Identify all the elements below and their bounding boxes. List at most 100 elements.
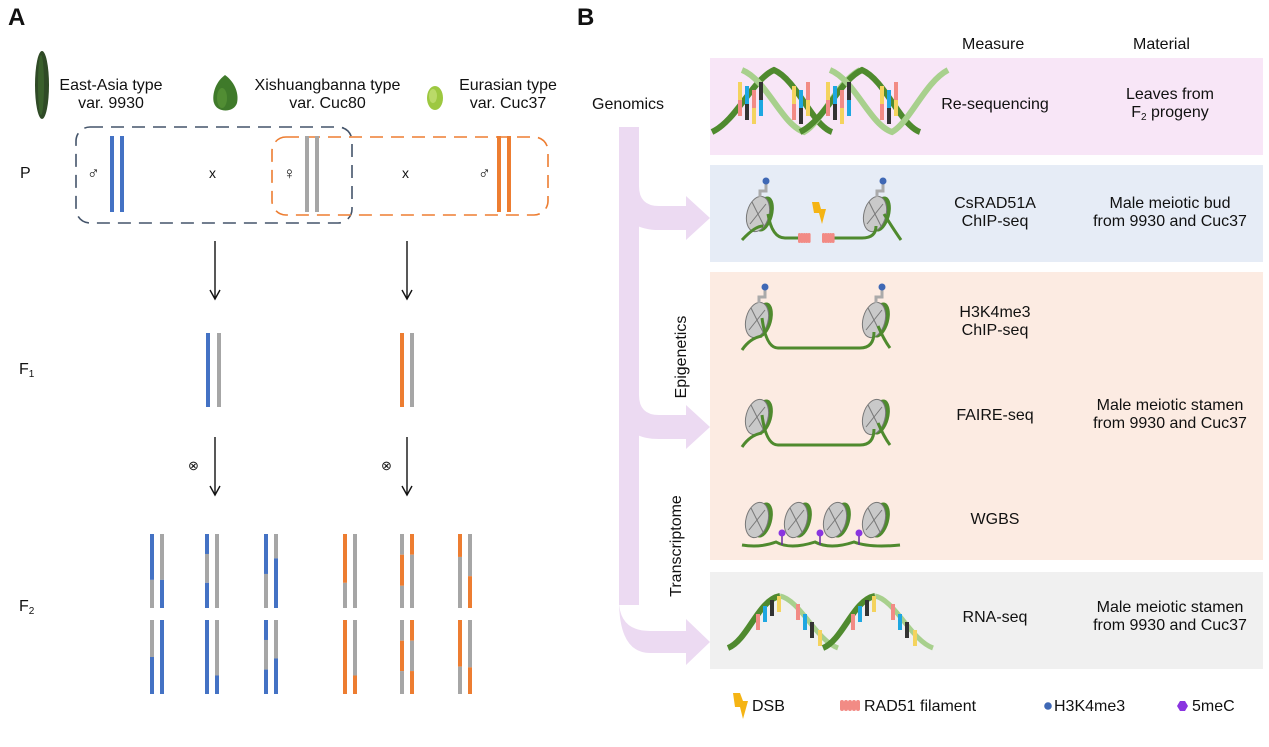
f2-chromosome-segment — [400, 620, 404, 641]
dna-linker — [766, 213, 800, 240]
variety-name: var. 9930 — [78, 95, 144, 112]
f2-chromosome-segment — [343, 534, 347, 583]
arrow-p-to-f1-right — [401, 241, 413, 301]
nucleosome-h3k4me3-icon — [740, 283, 892, 351]
dna-linker — [876, 422, 892, 446]
rna-base — [803, 614, 807, 630]
category-epigenetics: Epigenetics — [673, 315, 690, 399]
f2-chromosome-segment — [410, 554, 414, 608]
rna-base — [818, 630, 822, 646]
dna-base — [840, 108, 844, 124]
rna-base — [796, 604, 800, 620]
f-sub: 2 — [1140, 112, 1147, 123]
5mec-mark — [855, 529, 863, 537]
nucleosome-open-chromatin-icon — [740, 398, 892, 448]
dna-base — [826, 82, 830, 100]
dna-linker — [741, 540, 901, 548]
material-leaves: Leaves from F2 progeny — [1085, 86, 1255, 127]
f2-chromosome-segment — [343, 620, 347, 694]
p-chromosomes-east-asia — [110, 136, 124, 212]
f2-chromosome-segment — [274, 620, 278, 659]
progeny-text: progeny — [1146, 104, 1209, 121]
rad51-filament — [822, 233, 825, 243]
dna-base — [792, 86, 796, 104]
dna-base — [887, 108, 891, 124]
f2-chromosome-segment — [410, 620, 414, 641]
purple-hexagon-icon — [1177, 701, 1188, 711]
dna-double-helix-icon — [710, 66, 950, 136]
f1-chromosomes-right — [400, 333, 414, 407]
variety-eurasian: Eurasian type var. Cuc37 — [448, 77, 568, 113]
lightning-bolt-icon — [733, 693, 748, 719]
measure-csrad51a: CsRAD51A ChIP-seq — [920, 195, 1070, 231]
f2-chromosome-segment — [400, 640, 404, 672]
f2-chromosome-segment — [264, 573, 268, 608]
dna-base — [826, 100, 830, 116]
f2-chromosome-segment — [274, 534, 278, 559]
material-line1: Leaves from — [1125, 86, 1215, 103]
measure-line2: ChIP-seq — [961, 213, 1029, 230]
rna-base — [891, 604, 895, 620]
dna-base — [894, 100, 898, 116]
rna-strand-light — [874, 593, 935, 651]
f2-chromosome-segment — [160, 620, 164, 694]
f2-chromosome-segment — [468, 667, 472, 694]
dna-linker — [740, 431, 763, 448]
legend-dsb: DSB — [752, 698, 785, 715]
header-material: Material — [1133, 36, 1190, 53]
f2-chromosome-segment — [274, 558, 278, 608]
dna-base — [752, 108, 756, 124]
arrow-f1-to-f2-left — [209, 437, 221, 497]
histone-cross — [749, 201, 767, 227]
h3k4me3-mark — [879, 177, 887, 185]
f-base: F — [1131, 104, 1141, 121]
dsb-bolt — [812, 202, 826, 224]
rna-base — [770, 600, 774, 616]
f2-chromosome-segment — [458, 620, 462, 667]
rna-base — [810, 622, 814, 638]
histone-tail — [757, 290, 767, 303]
arrow-p-to-f1-left — [209, 241, 221, 301]
histone-cross — [748, 507, 766, 533]
rna-base — [777, 596, 781, 612]
rad51-filament — [798, 233, 801, 243]
dna-base — [752, 90, 756, 108]
f2-chromosome-segment — [264, 639, 268, 670]
rna-base — [858, 606, 862, 622]
band-rad51 — [710, 165, 1263, 262]
male-symbol: ♂ — [478, 164, 491, 183]
measure-faire: FAIRE-seq — [956, 407, 1034, 424]
rad51-filament — [800, 233, 804, 243]
f2-chromosome-segment — [468, 620, 472, 668]
dna-base — [847, 82, 851, 100]
histone-cross — [787, 507, 805, 533]
rna-strand-dark — [821, 593, 876, 651]
variety-type: East-Asia type — [59, 77, 163, 94]
material-line2: from 9930 and Cuc37 — [1093, 415, 1247, 432]
measure-resequencing: Re-sequencing — [941, 96, 1049, 113]
measure-line2: ChIP-seq — [961, 322, 1029, 339]
dna-base — [880, 104, 884, 120]
f2-chromosome-segment — [150, 620, 154, 657]
f2-chromosome-segment — [468, 534, 472, 577]
f2-chromosome-segment — [160, 534, 164, 580]
h3k4me3-mark — [762, 177, 770, 185]
category-genomics: Genomics — [592, 96, 665, 113]
f2-chromosome-segment — [205, 582, 209, 608]
cross-symbol: x — [402, 165, 409, 181]
rna-base — [905, 622, 909, 638]
f2-chromosome-segment — [400, 554, 404, 586]
rna-strand-icon — [726, 593, 935, 651]
rna-base — [756, 614, 760, 630]
histone-cross — [865, 507, 883, 533]
rad51-filament — [831, 233, 835, 243]
category-transcriptome: Transcriptome — [668, 495, 685, 597]
dna-base — [833, 104, 837, 120]
material-stamen-rna: Male meiotic stamen from 9930 and Cuc37 — [1075, 599, 1265, 635]
measure-rnaseq: RNA-seq — [962, 609, 1028, 626]
5mec-mark — [778, 529, 786, 537]
dna-base — [806, 82, 810, 100]
f2-chromosome-segment — [150, 534, 154, 580]
f2-chromosome-segment — [205, 620, 209, 694]
